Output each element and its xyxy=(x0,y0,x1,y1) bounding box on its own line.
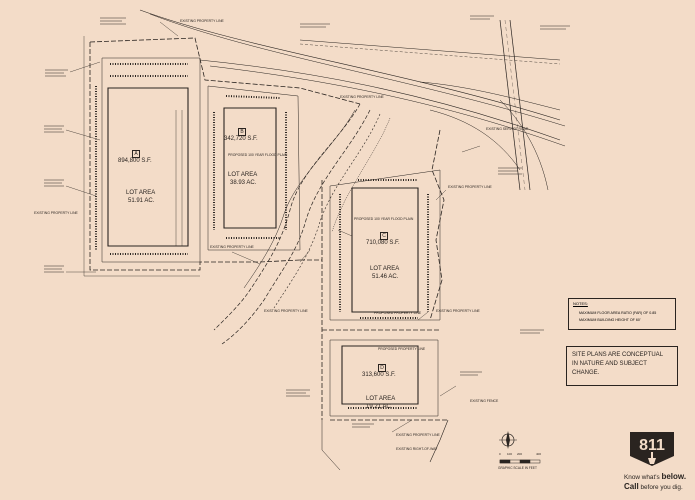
notes-title: NOTES: xyxy=(573,301,588,306)
building-a-area: 894,800 S.F. xyxy=(118,158,152,164)
building-b-id: B xyxy=(238,128,246,136)
disclaimer-line-1: SITE PLANS ARE CONCEPTUAL xyxy=(572,352,664,358)
building-c-lot-area: 51.46 AC. xyxy=(372,274,399,280)
callout-fence: EXISTING FENCE xyxy=(470,399,499,403)
disclaimer-box: SITE PLANS ARE CONCEPTUAL IN NATURE AND … xyxy=(566,346,678,386)
callout-service-road: EXISTING SERVICE ROAD xyxy=(486,127,529,131)
callout-floodplain: PROPOSED 100 YEAR FLOOD PLAIN xyxy=(228,153,288,157)
callout-proposed-property-line: PROPOSED PROPERTY LINE xyxy=(374,311,422,315)
building-d-lot-label: LOT AREA xyxy=(366,396,396,402)
building-d-lot-area: 19.21 AC. xyxy=(366,404,393,410)
building-a-lot-area: 51.91 AC. xyxy=(128,198,155,204)
north-arrow-icon xyxy=(499,431,517,449)
logo-tagline-1: Know what's below. xyxy=(624,472,687,481)
disclaimer-line-3: CHANGE. xyxy=(572,370,600,376)
scale-tick-200: 200 xyxy=(517,452,523,456)
disclaimer-line-2: IN NATURE AND SUBJECT xyxy=(572,361,647,367)
scale-tick-0: 0 xyxy=(499,452,501,456)
notes-item-1: MAXIMUM FLOOR AREA RATIO (FAR) OF 0.85 xyxy=(579,311,657,315)
building-b-area: 342,720 S.F. xyxy=(224,136,258,142)
notes-box: NOTES: MAXIMUM FLOOR AREA RATIO (FAR) OF… xyxy=(568,298,676,330)
callout-property-line-c2: EXISTING PROPERTY LINE xyxy=(436,309,480,313)
shovel-icon xyxy=(648,452,656,464)
callout-property-line-right: EXISTING PROPERTY LINE xyxy=(448,185,492,189)
building-d-id: D xyxy=(378,364,386,372)
logo-number: 811 xyxy=(639,437,665,454)
notes-item-2: MAXIMUM BUILDING HEIGHT OF 60' xyxy=(579,318,641,322)
callout-right-of-way: EXISTING RIGHT-OF-WAY xyxy=(396,447,438,451)
scale-tick-400: 400 xyxy=(536,452,542,456)
callout-floodplain-2: PROPOSED 100 YEAR FLOOD PLAIN xyxy=(354,217,414,221)
building-c-lot-label: LOT AREA xyxy=(370,266,400,272)
logo-tagline-2: Call before you dig. xyxy=(624,482,683,491)
building-a-id: A xyxy=(132,150,140,158)
building-b-lot-label: LOT AREA xyxy=(228,172,258,178)
building-d-area: 313,600 S.F. xyxy=(362,372,396,378)
building-c-area: 710,080 S.F. xyxy=(366,240,400,246)
building-a-lot-label: LOT AREA xyxy=(126,190,156,196)
callout-property-line-d: EXISTING PROPERTY LINE xyxy=(396,433,440,437)
building-c-id: C xyxy=(380,232,388,240)
callout-property-line-c: EXISTING PROPERTY LINE xyxy=(264,309,308,313)
811-logo: 811 xyxy=(630,432,674,466)
callout-property-line-top: EXISTING PROPERTY LINE xyxy=(180,19,224,23)
callout-property-line-left: EXISTING PROPERTY LINE xyxy=(34,211,78,215)
callout-property-line-mid: EXISTING PROPERTY LINE xyxy=(340,95,384,99)
callout-property-line-b: EXISTING PROPERTY LINE xyxy=(210,245,254,249)
building-b-lot-area: 38.93 AC. xyxy=(230,180,257,186)
scale-label: GRAPHIC SCALE IN FEET xyxy=(498,466,537,470)
callout-proposed-property-line-d: PROPOSED PROPERTY LINE xyxy=(378,347,426,351)
scale-tick-100: 100 xyxy=(507,452,513,456)
